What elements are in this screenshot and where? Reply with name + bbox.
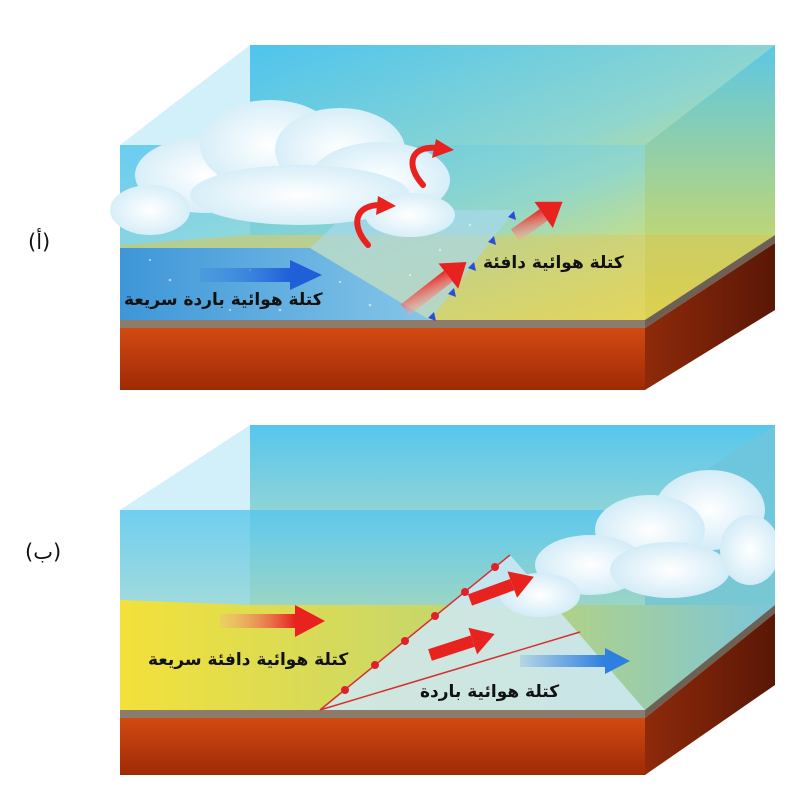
warm-air-mass-label: كتلة هوائية دافئة [483,253,624,273]
cold-front-markers [428,211,516,321]
cold-air-arrow [200,260,322,290]
cold-air-mass-label: كتلة هوائية باردة سريعة [124,290,323,310]
cold-air-mass-label-b: كتلة هوائية باردة [420,682,560,702]
warm-front-illustration [120,425,775,775]
panel-a-tag: (أ) [28,230,51,254]
warm-air-arrows [354,139,563,316]
warm-front-markers [341,563,499,694]
warm-air-arrows [428,571,534,661]
warm-front-diagram [110,400,775,780]
cold-air-arrow [520,648,630,674]
fast-warm-air-mass-label: كتلة هوائية دافئة سريعة [148,650,349,670]
cloud [500,470,775,617]
panel-b-tag: (ب) [25,540,62,564]
warm-air-arrow [220,605,325,637]
cold-air-mass [120,248,430,320]
cold-front-diagram [110,20,775,400]
cold-front-illustration [110,45,775,390]
